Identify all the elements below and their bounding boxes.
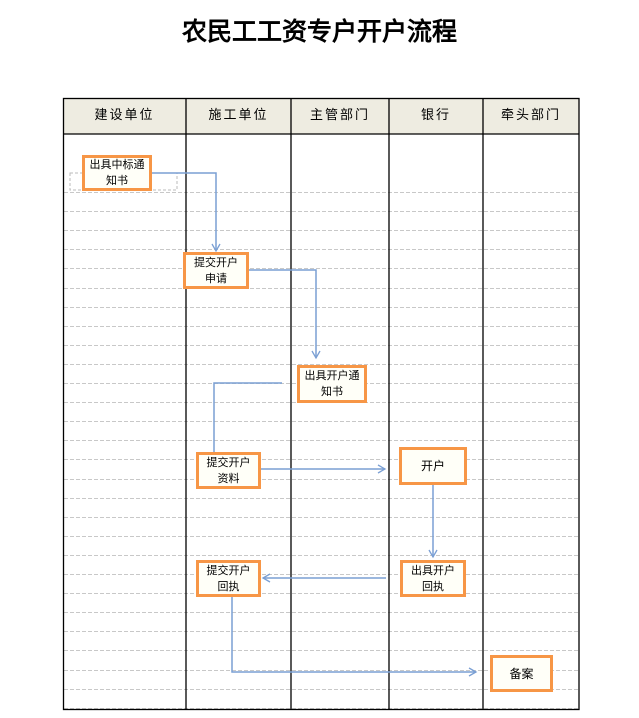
lane-header-construction-unit: 建设单位 <box>94 108 155 123</box>
step-submit-materials: 提交开户资料 <box>196 452 261 489</box>
step-issue-account-notice: 出具开户通知书 <box>297 365 367 403</box>
page-title: 农民工工资专户开户流程 <box>181 17 457 46</box>
step-open-account: 开户 <box>399 447 467 485</box>
header-background <box>63 98 579 134</box>
step-submit-application: 提交开户申请 <box>183 252 249 289</box>
lane-header-contractor: 施工单位 <box>208 108 269 123</box>
step-submit-receipt: 提交开户回执 <box>196 560 261 597</box>
step-record-filing: 备案 <box>490 655 553 692</box>
table-border <box>62 97 580 711</box>
lane-header-lead-department: 牵头部门 <box>500 108 561 123</box>
step-issue-bid-notice: 出具中标通知书 <box>82 155 152 191</box>
lane-header-bank: 银行 <box>420 108 451 123</box>
step-issue-receipt: 出具开户回执 <box>400 560 466 597</box>
lane-header-authority: 主管部门 <box>309 108 370 123</box>
